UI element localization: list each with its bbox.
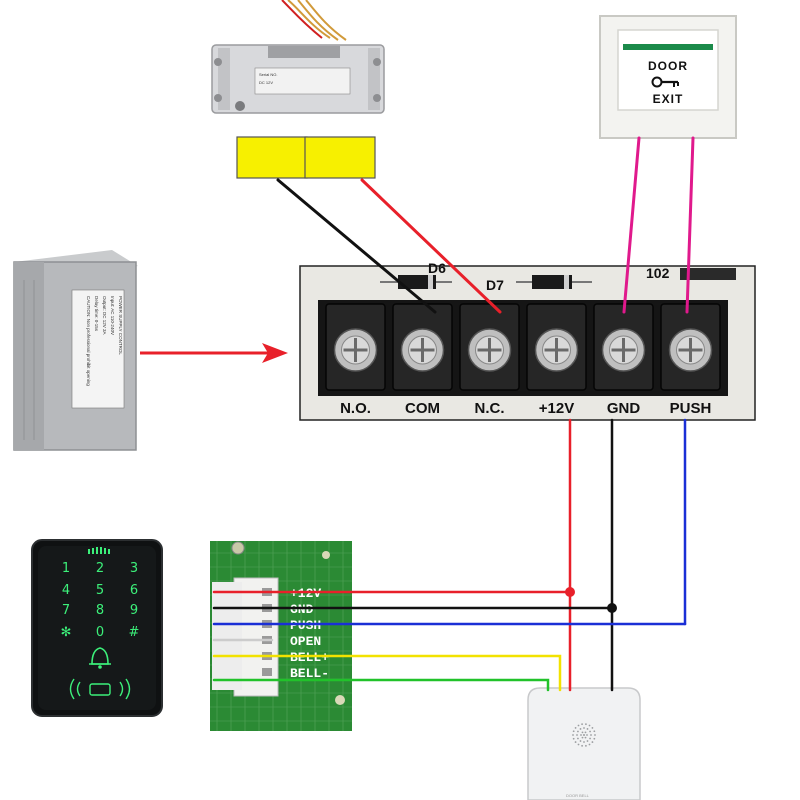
psu-label-line-3: Output: DC 12V 3A [102, 296, 107, 335]
connector-right [304, 136, 376, 179]
wiring [212, 136, 695, 692]
keypad-key-4: 5 [96, 583, 104, 598]
lock-lead-wires [287, 0, 347, 41]
keypad-key-5: 6 [130, 583, 138, 598]
diode-d6 [380, 275, 452, 289]
keypad-key-9: ✻ [61, 625, 72, 640]
power-arrow [140, 343, 288, 363]
rfid-icon [69, 678, 131, 700]
pcb-label-1: GND [290, 602, 314, 617]
exit-button-face [617, 29, 719, 111]
pcb-label-5: BELL- [290, 666, 329, 681]
key-icon [651, 76, 679, 88]
keypad-key-3: 4 [62, 583, 70, 598]
speaker-grille-icon [572, 723, 596, 747]
terminal-2: N.C. [459, 303, 520, 417]
diode-label-d7: D7 [486, 277, 504, 293]
pcb-label-3: OPEN [290, 634, 321, 649]
connector-left [236, 136, 308, 179]
keypad-key-2: 3 [130, 561, 138, 576]
door-exit-button: DOOR EXIT [599, 15, 737, 139]
wire-exit-to-push [685, 136, 695, 314]
terminal-1: COM [392, 303, 453, 417]
junction-gnd [607, 603, 617, 613]
psu-label-line-5: CAUTION: Non professional prohibit openi… [86, 296, 91, 386]
terminal-5: PUSH [660, 303, 721, 417]
keypad-key-11: # [129, 625, 140, 640]
doorbell: DOOR BELL [527, 687, 641, 800]
terminal-strip [318, 300, 728, 396]
exit-button-door-text: DOOR [648, 59, 688, 73]
wire-bell-plus-yellow [212, 654, 562, 692]
keypad-key-1: 2 [96, 561, 104, 576]
keypad-key-6: 7 [62, 603, 70, 618]
power-supply-box: POWER SUPPLY CONTROL Input: AC 110-240V … [13, 250, 138, 451]
pcb-pin-5 [262, 668, 272, 676]
keypad-key-8: 9 [130, 603, 138, 618]
pcb-label-4: BELL+ [290, 650, 329, 665]
pcb-label-2: PUSH [290, 618, 321, 633]
electric-lock: Serial NO. DC 12V [211, 0, 385, 114]
terminal-label-2: N.C. [475, 400, 505, 417]
keypad-signal-bars [88, 547, 110, 554]
component-label-102: 102 [646, 265, 670, 281]
wire-lock-red-to-nc [360, 178, 502, 314]
terminal-label-0: N.O. [340, 400, 371, 417]
terminal-label-3: +12V [539, 400, 574, 417]
psu-label-line-1: POWER SUPPLY CONTROL [118, 296, 123, 355]
power-supply-label [71, 289, 125, 409]
doorbell-body [527, 687, 641, 800]
psu-label-line-4: Delay time: 0-15s [94, 296, 99, 332]
wire-exit-to-gnd [622, 136, 641, 314]
keypad-key-7: 8 [96, 603, 104, 618]
junction-12v [565, 587, 575, 597]
terminal-label-1: COM [405, 400, 440, 417]
keypad-reader: 1 2 3 4 5 6 7 8 9 ✻ 0 # [31, 539, 163, 717]
terminal-3: +12V [526, 303, 587, 417]
exit-button-green-strip [623, 44, 713, 50]
exit-button-exit-text: EXIT [653, 92, 684, 106]
keypad-key-10: 0 [96, 625, 104, 640]
terminal-0: N.O. [325, 303, 386, 417]
psu-label-line-2: Input: AC 110-240V [110, 296, 115, 335]
diode-d7 [516, 275, 592, 289]
wire-lock-black-to-com [276, 178, 437, 314]
terminal-label-5: PUSH [670, 400, 712, 417]
lock-label-line-2: DC 12V [259, 80, 273, 85]
lock-label-line-1: Serial NO. [259, 72, 277, 77]
lock-label-plate [254, 67, 351, 95]
pcb-label-0: +12V [290, 586, 321, 601]
terminal-4: GND [593, 303, 654, 417]
diode-label-d6: D6 [428, 260, 446, 276]
doorbell-label: DOOR BELL [566, 793, 590, 798]
terminal-block: D6 D7 102 N.O. COM N.C. +12V GND PUSH [299, 260, 756, 421]
bell-icon [89, 647, 111, 669]
wire-bell-minus-green [212, 678, 550, 692]
lock-wire-connectors [236, 136, 376, 179]
terminal-label-4: GND [607, 400, 641, 417]
keypad-key-0: 1 [62, 561, 70, 576]
